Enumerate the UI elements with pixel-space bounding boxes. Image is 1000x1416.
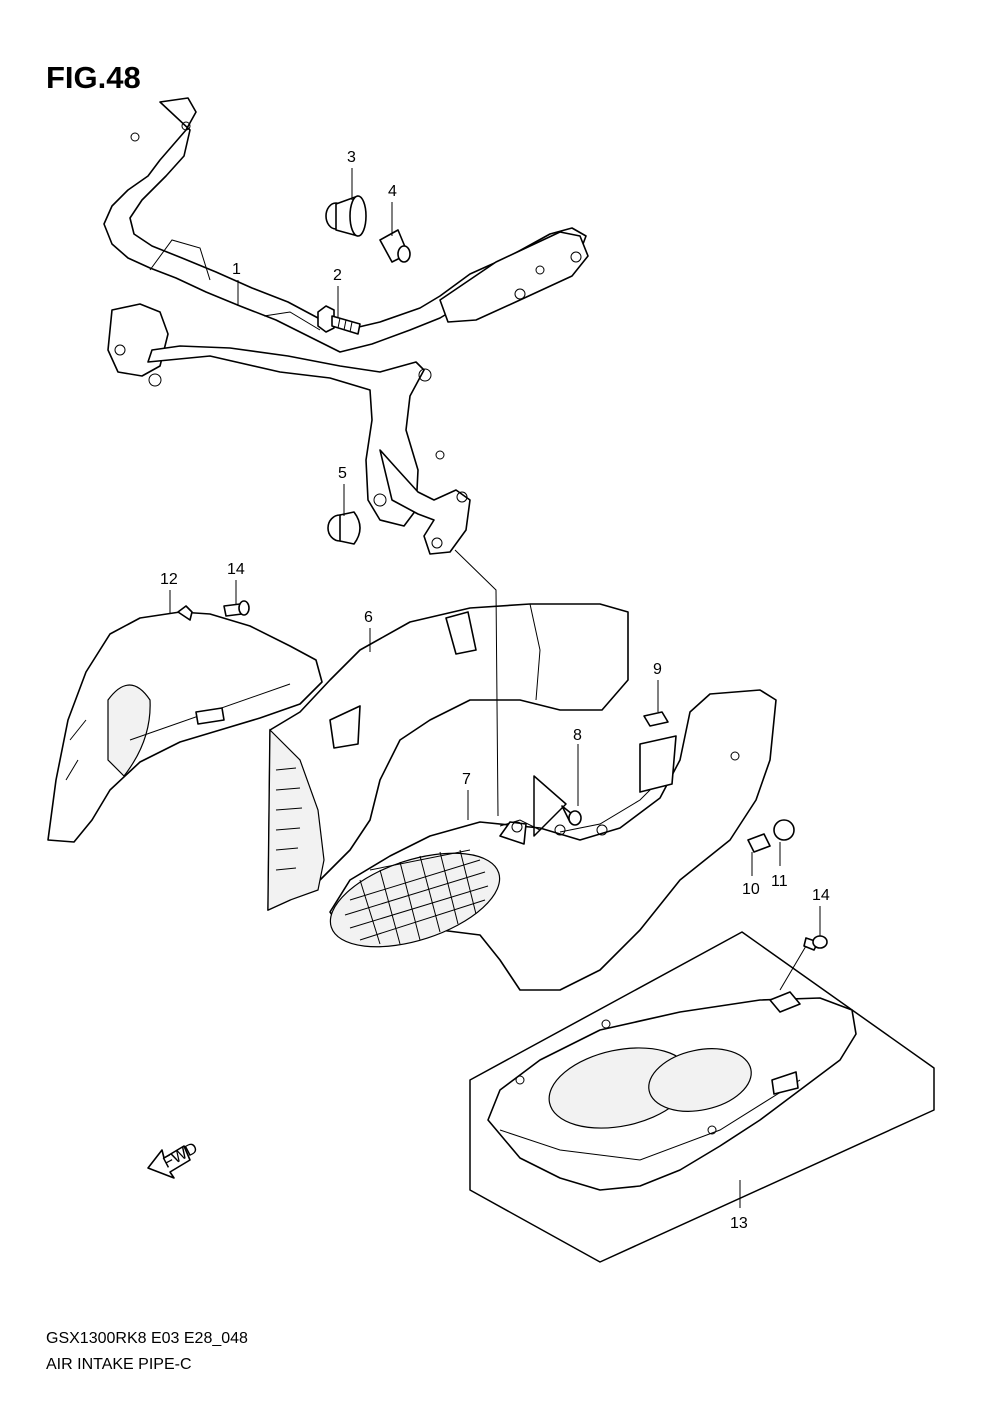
callout-1: 1	[232, 261, 241, 278]
callout-5: 5	[338, 465, 347, 482]
callout-2: 2	[333, 267, 342, 284]
callout-14-upper: 14	[227, 561, 245, 578]
part-4-collar	[379, 229, 411, 263]
part-11-cushion	[773, 819, 795, 841]
callout-11: 11	[771, 873, 788, 890]
figure-title: FIG.48	[46, 60, 141, 95]
assembly-box-part-8	[533, 775, 567, 837]
part-10-clip	[747, 833, 771, 853]
fwd-label: FWD	[160, 1140, 200, 1172]
callout-labels: 1 2 3 4 5 6 7 8 9 10 11 12 13 14 14	[160, 149, 830, 1232]
part-9-clip-nut	[643, 711, 669, 727]
diagram-code: GSX1300RK8 E03 E28_048	[46, 1330, 248, 1347]
part-6-intake-duct	[267, 603, 629, 911]
diagram-name: AIR INTAKE PIPE-C	[46, 1356, 192, 1373]
leader-lines	[169, 168, 821, 1208]
callout-13: 13	[730, 1215, 748, 1232]
part-2-bolt	[317, 305, 361, 335]
callout-9: 9	[653, 661, 662, 678]
callout-7: 7	[462, 771, 471, 788]
assembly-box-part-13	[469, 931, 935, 1263]
callout-14-lower: 14	[812, 887, 830, 904]
callout-6: 6	[364, 609, 373, 626]
part-8-screw	[561, 805, 582, 826]
callout-3: 3	[347, 149, 356, 166]
callout-4: 4	[388, 183, 397, 200]
intake-mesh-grille	[344, 849, 489, 945]
part-13-lower-cover	[487, 991, 857, 1191]
part-14-screw-lower	[803, 935, 828, 951]
part-14-screw-upper	[223, 600, 250, 617]
part-7-air-intake-pipe	[329, 689, 777, 991]
callout-10: 10	[742, 881, 760, 898]
callout-12: 12	[160, 571, 178, 588]
callout-8: 8	[573, 727, 582, 744]
part-5-grommet	[327, 511, 361, 545]
part-12-side-cover	[47, 605, 323, 843]
part-3-grommet	[325, 195, 367, 237]
fwd-direction-arrow: FWD	[147, 1140, 201, 1179]
part-1-fairing-bracket	[103, 97, 589, 555]
